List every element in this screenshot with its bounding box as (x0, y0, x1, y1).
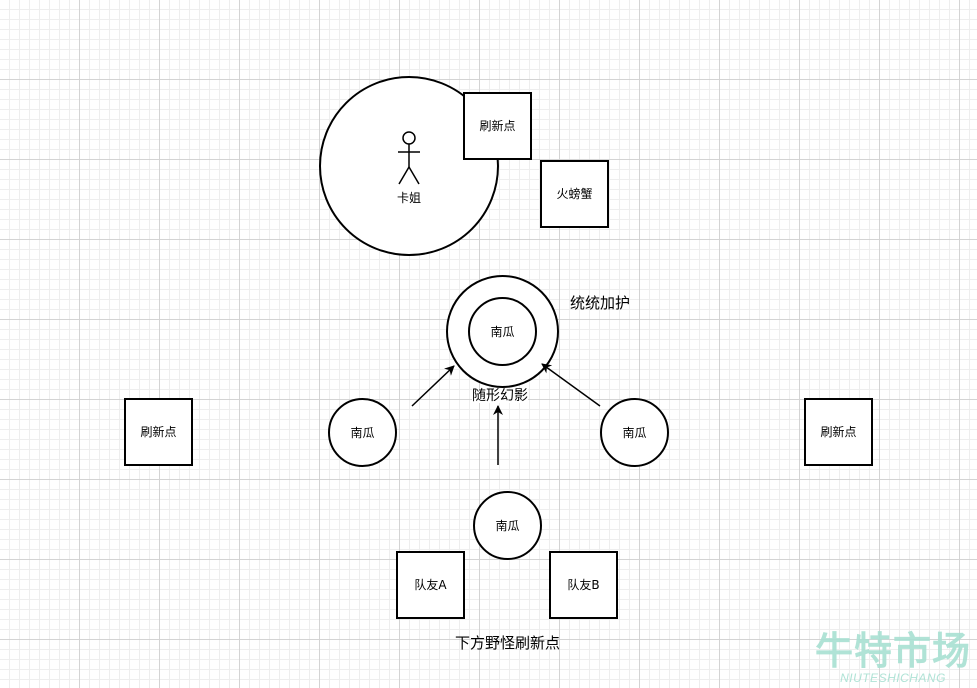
mirror-image-label: 随形幻影 (472, 388, 528, 404)
spawn-point-right-label: 刷新点 (820, 425, 857, 439)
pumpkin-left[interactable]: 南瓜 (328, 398, 397, 467)
spawn-point-top[interactable]: 刷新点 (463, 92, 532, 160)
arrow-left-to-center (411, 365, 455, 407)
spawn-point-left[interactable]: 刷新点 (124, 398, 193, 466)
person-stick-figure-icon (398, 131, 420, 185)
spawn-point-left-label: 刷新点 (140, 425, 177, 439)
arrow-right-to-center (541, 363, 601, 407)
watermark-subtitle: NIUTESHICHANG (840, 670, 946, 685)
pumpkin-right-label: 南瓜 (622, 425, 647, 440)
fire-crab-monster[interactable]: 火螃蟹 (540, 160, 609, 228)
teammate-b-label: 队友B (567, 578, 600, 592)
teammate-a-label: 队友A (414, 578, 447, 592)
fire-crab-label: 火螃蟹 (556, 187, 593, 201)
pumpkin-bottom-label: 南瓜 (495, 518, 520, 533)
pumpkin-bottom[interactable]: 南瓜 (473, 491, 542, 560)
teammate-b[interactable]: 队友B (549, 551, 618, 619)
pumpkin-left-label: 南瓜 (350, 425, 375, 440)
watermark: 牛特市场 NIUTESHICHANG (814, 628, 971, 685)
bottom-spawn-caption: 下方野怪刷新点 (455, 634, 561, 652)
teammate-a[interactable]: 队友A (396, 551, 465, 619)
center-pumpkin-label: 南瓜 (490, 324, 515, 339)
spawn-point-right[interactable]: 刷新点 (804, 398, 873, 466)
pumpkin-right[interactable]: 南瓜 (600, 398, 669, 467)
spawn-point-top-label: 刷新点 (479, 119, 516, 133)
kajie-label: 卡姐 (396, 191, 421, 205)
watermark-title: 牛特市场 (814, 628, 971, 673)
center-pumpkin[interactable]: 南瓜 (468, 297, 537, 366)
shield-label: 统统加护 (570, 294, 631, 312)
